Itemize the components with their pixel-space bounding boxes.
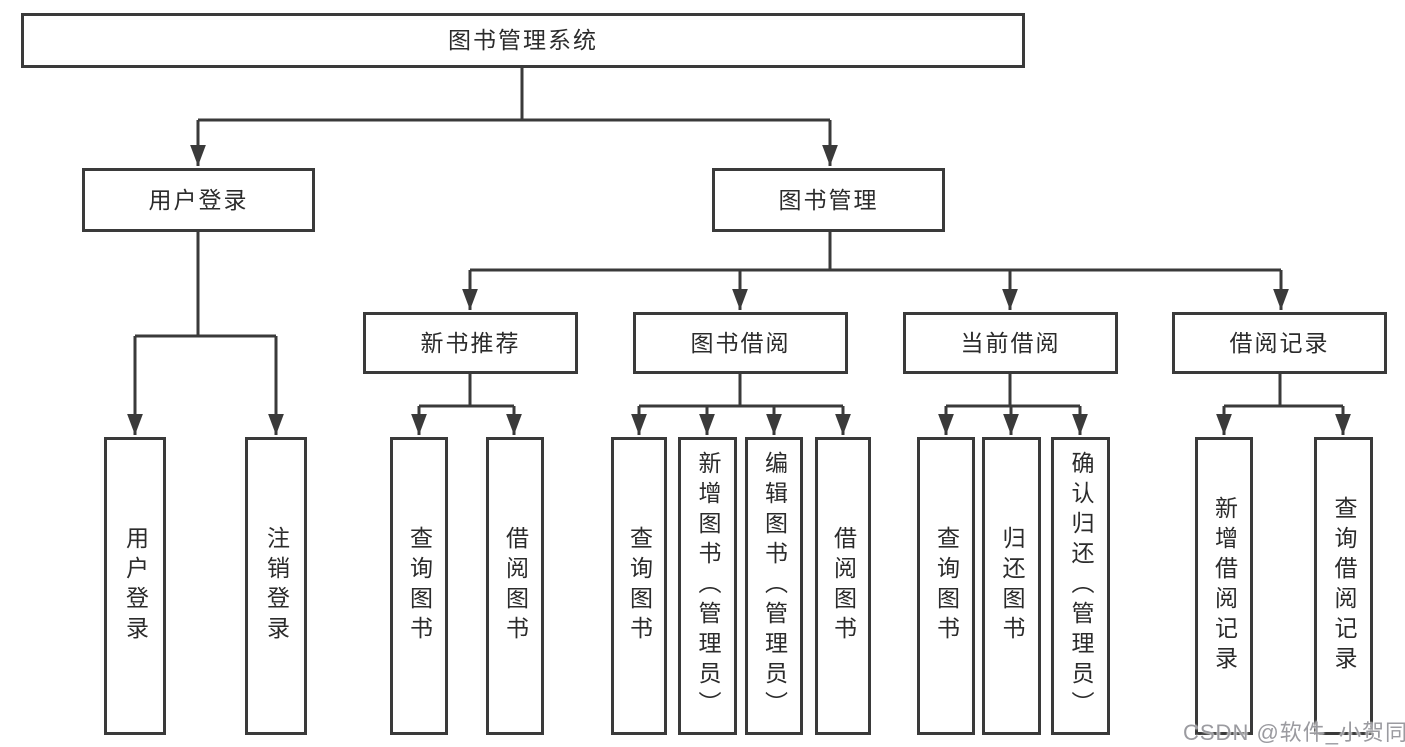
node-label: 新增借阅记录 [1211,496,1238,676]
leaf-query-books-borrow: 查询图书 [611,437,667,735]
node-borrow-records: 借阅记录 [1172,312,1387,374]
node-label: 新增图书（管理员） [695,451,721,721]
csdn-watermark: CSDN @软件_小贺同学 [1183,720,1405,745]
leaf-query-borrow-record: 查询借阅记录 [1314,437,1373,735]
node-label: 编辑图书（管理员） [761,451,788,721]
node-label: 归还图书 [999,526,1025,646]
node-label: 图书借阅 [690,329,791,356]
leaf-borrow-books: 借阅图书 [815,437,871,735]
node-label: 确认归还（管理员） [1068,451,1094,721]
node-label: 当前借阅 [960,329,1061,356]
leaf-add-borrow-record: 新增借阅记录 [1195,437,1253,735]
node-label: 新书推荐 [420,329,521,356]
leaf-confirm-return-admin: 确认归还（管理员） [1051,437,1110,735]
node-label: 注销登录 [263,526,290,646]
leaf-return-books: 归还图书 [982,437,1041,735]
node-label: 查询图书 [406,526,433,646]
node-label: 用户登录 [148,186,249,213]
node-label: 查询图书 [626,526,653,646]
node-root-library-system: 图书管理系统 [21,13,1025,68]
node-book-management: 图书管理 [712,168,945,232]
node-user-login: 用户登录 [82,168,315,232]
leaf-query-books-recommend: 查询图书 [390,437,448,735]
leaf-add-books-admin: 新增图书（管理员） [678,437,737,735]
node-label: 借阅图书 [502,526,529,646]
node-label: 图书管理 [778,186,879,213]
node-label: 查询借阅记录 [1331,496,1357,676]
leaf-query-books-current: 查询图书 [917,437,975,735]
node-label: 借阅图书 [830,526,857,646]
leaf-borrow-books-recommend: 借阅图书 [486,437,544,735]
node-label: 用户登录 [122,526,149,646]
node-new-book-recommend: 新书推荐 [363,312,578,374]
node-label: 图书管理系统 [448,27,598,53]
leaf-logout: 注销登录 [245,437,307,735]
leaf-edit-books-admin: 编辑图书（管理员） [745,437,803,735]
node-current-borrow: 当前借阅 [903,312,1118,374]
node-book-borrow: 图书借阅 [633,312,848,374]
node-label: 借阅记录 [1229,329,1330,356]
leaf-user-login: 用户登录 [104,437,166,735]
node-label: 查询图书 [933,526,960,646]
